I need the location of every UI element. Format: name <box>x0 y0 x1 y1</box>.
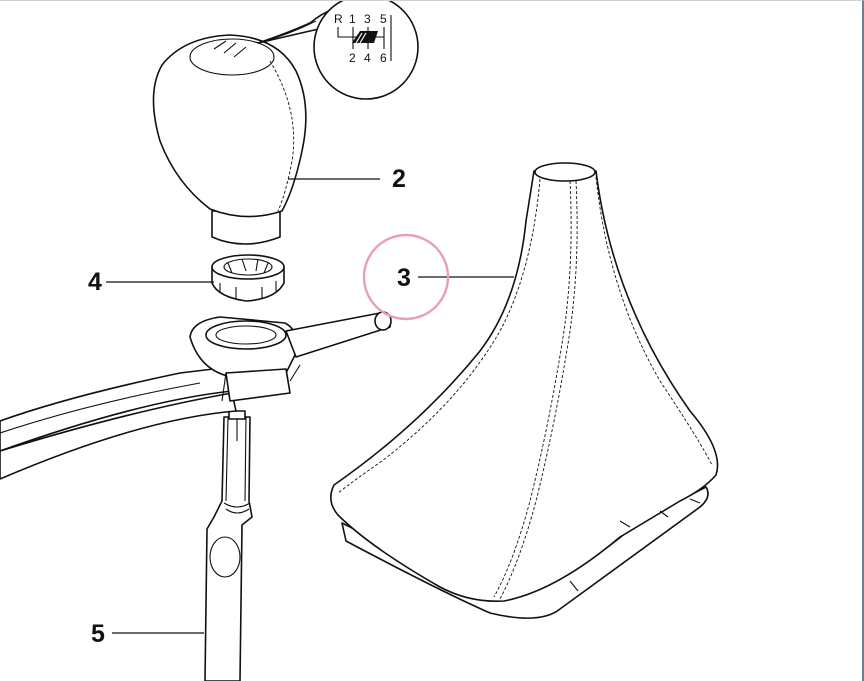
callout-highlight-circle <box>362 233 450 321</box>
callout-part-3[interactable]: 3 <box>397 264 411 292</box>
retaining-ring[interactable] <box>211 254 285 302</box>
callout-part-2[interactable]: 2 <box>392 165 406 193</box>
gear-label-6: 6 <box>380 51 387 65</box>
callout-part-5[interactable]: 5 <box>91 620 105 648</box>
gear-label-4: 4 <box>364 51 371 65</box>
gear-label-r: R <box>334 12 343 26</box>
shift-pattern-bubble: R 1 3 5 2 4 6 <box>257 1 419 100</box>
shift-linkage-arm[interactable] <box>0 311 392 480</box>
gear-lever-rod[interactable] <box>204 410 253 681</box>
gear-label-2: 2 <box>349 51 356 65</box>
callout-part-4[interactable]: 4 <box>88 268 102 296</box>
gear-label-3: 3 <box>364 12 371 26</box>
gear-label-5: 5 <box>380 12 387 26</box>
gear-shift-boot[interactable] <box>330 162 719 619</box>
gear-knob[interactable] <box>152 34 307 245</box>
gear-label-1: 1 <box>349 12 356 26</box>
